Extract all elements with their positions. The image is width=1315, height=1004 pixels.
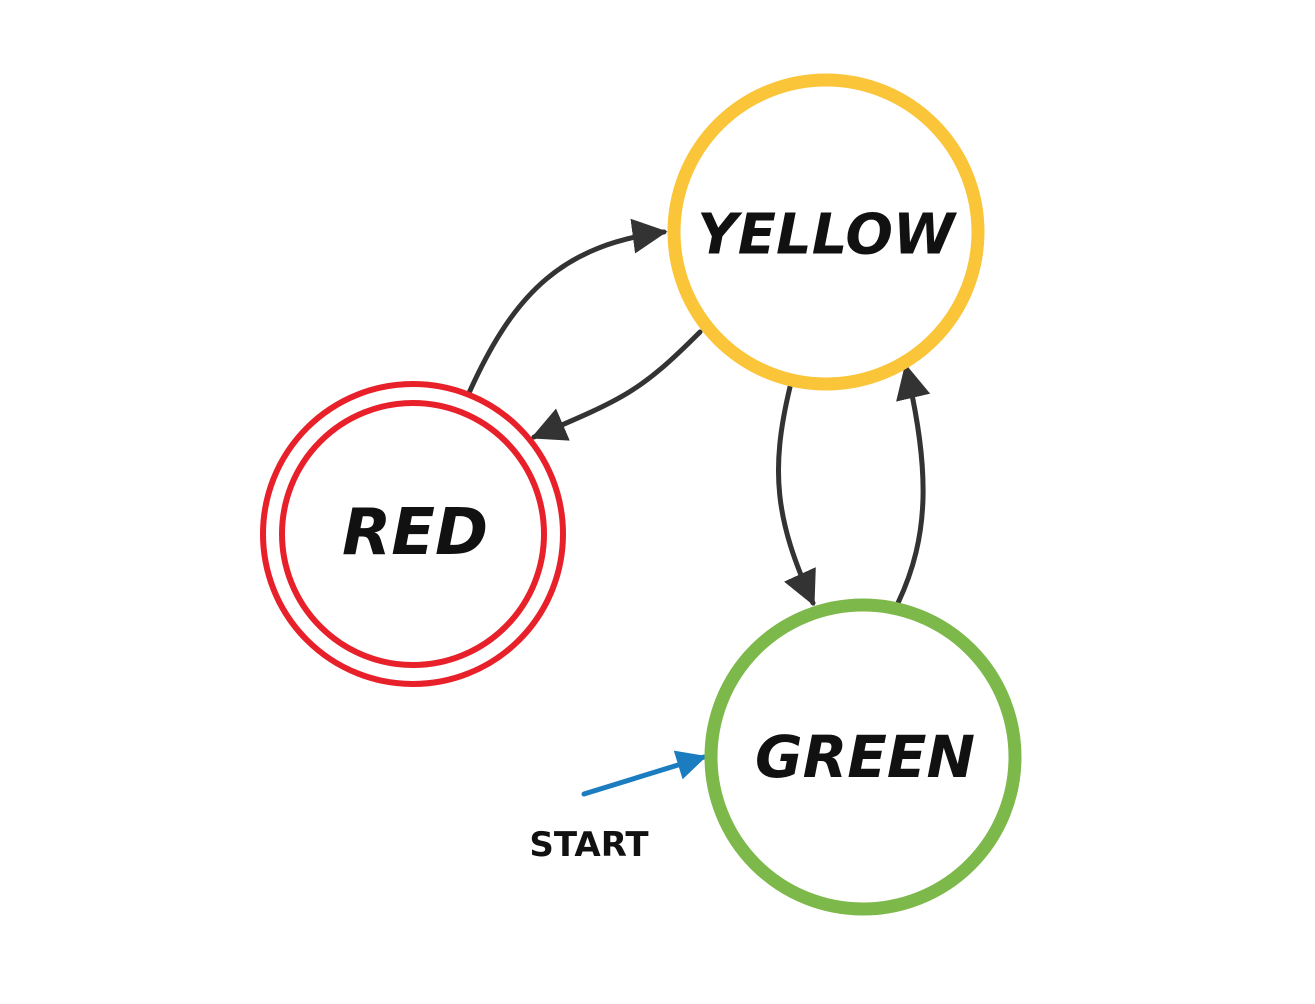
state-yellow-label: YELLOW (697, 203, 958, 268)
state-red: RED (260, 381, 566, 687)
state-yellow-circle (667, 73, 985, 391)
transition-red-to-yellow (466, 218, 668, 396)
transition-yellow-to-green (775, 384, 816, 607)
state-green-label: GREEN (755, 723, 975, 791)
start-label: START (529, 825, 649, 865)
transition-green-to-yellow (895, 363, 931, 606)
transition-yellow-to-red (530, 329, 703, 441)
start-arrow (581, 750, 707, 797)
state-yellow: YELLOW (667, 73, 985, 391)
state-green: GREEN (704, 598, 1022, 916)
state-red-label: RED (342, 496, 488, 570)
state-red-inner-circle (279, 400, 547, 668)
state-green-circle (704, 598, 1022, 916)
